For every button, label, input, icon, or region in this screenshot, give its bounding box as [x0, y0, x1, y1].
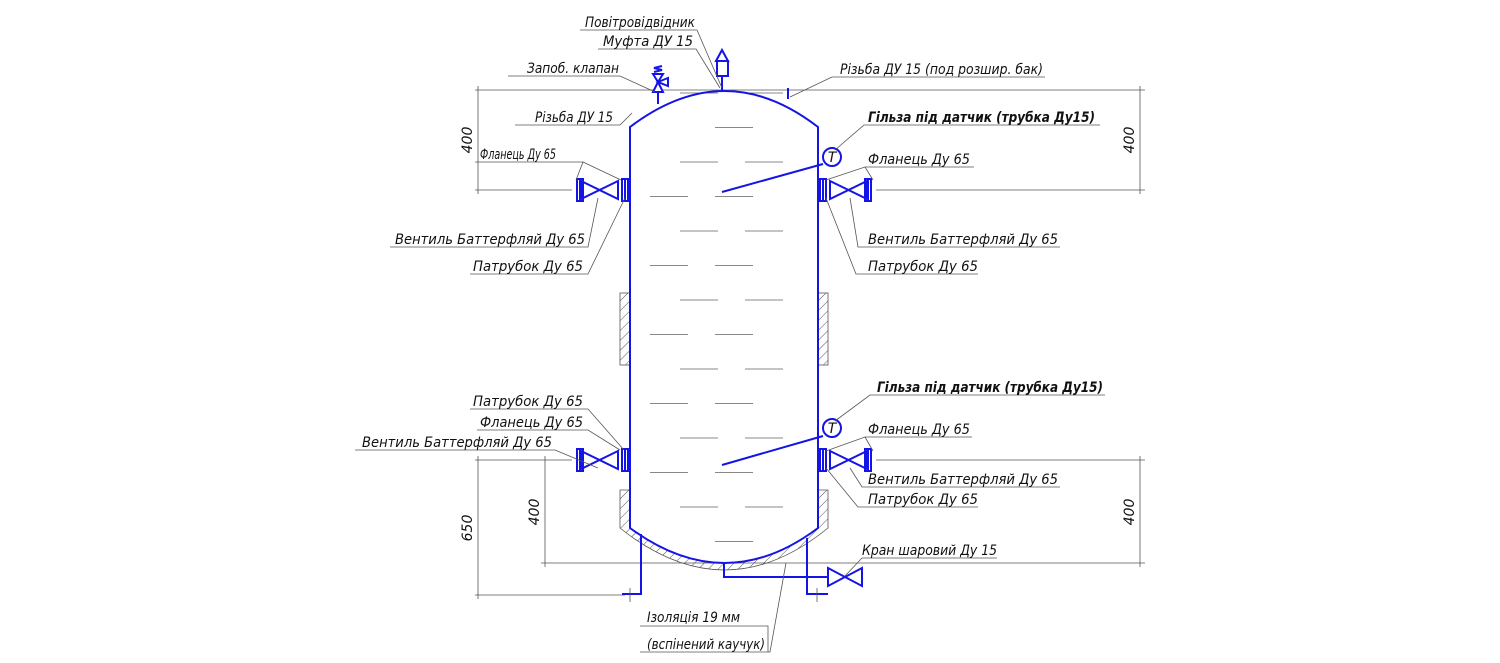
label-pipe-upper-right: Патрубок Ду 65 [868, 259, 978, 275]
tank-shell [629, 90, 819, 564]
butterfly-valve-icon [829, 179, 868, 201]
label-insulation-material: (вспінений каучук) [647, 637, 765, 653]
dim-top-right: 400 [1122, 127, 1138, 154]
label-valve-upper-right: Вентиль Баттерфляй Ду 65 [868, 232, 1058, 248]
dim-bottom-left-outer: 650 [460, 515, 476, 542]
label-flange-upper-right: Фланець Ду 65 [868, 152, 970, 168]
water-level-dashes [650, 92, 783, 542]
butterfly-valve-icon [580, 179, 619, 201]
sensor-symbol: T [828, 150, 838, 166]
label-thread: Різьба ДУ 15 [535, 110, 613, 126]
label-pipe-lower-right: Патрубок Ду 65 [868, 492, 978, 508]
nozzle-left [576, 178, 630, 202]
label-ball-valve: Кран шаровий Ду 15 [862, 543, 997, 559]
label-insulation: Ізоляція 19 мм [647, 610, 740, 626]
nozzle-right [818, 178, 872, 202]
label-flange-lower-right: Фланець Ду 65 [868, 422, 970, 438]
tank-legs [622, 534, 828, 602]
label-air-vent: Повітровідвідник [585, 15, 695, 31]
thermometer-icon [822, 418, 842, 438]
dim-top-left: 400 [460, 127, 476, 154]
label-pipe-upper-left: Патрубок Ду 65 [473, 259, 583, 275]
dim-bottom-right: 400 [1122, 499, 1138, 526]
label-valve-lower-right: Вентиль Баттерфляй Ду 65 [868, 472, 1058, 488]
nozzles [576, 178, 872, 472]
butterfly-valve-icon [580, 449, 619, 471]
safety-valve-icon [651, 65, 669, 104]
label-flange-lower-left: Фланець Ду 65 [480, 415, 583, 431]
label-pipe-lower-left: Патрубок Ду 65 [473, 394, 583, 410]
label-flange-upper-left: Фланець Ду 65 [480, 147, 556, 163]
label-sensor-upper: Гільза під датчик (трубка Ду15) [868, 110, 1095, 126]
label-valve-lower-left: Вентиль Баттерфляй Ду 65 [362, 435, 552, 451]
air-vent-icon [714, 47, 730, 90]
sensor-upper: T [721, 147, 842, 193]
callout-labels: Повітровідвідник Муфта ДУ 15 Запоб. клап… [362, 15, 1103, 653]
label-safety-valve: Запоб. клапан [527, 61, 619, 77]
label-thread-expansion: Різьба ДУ 15 (под розшир. бак) [840, 62, 1043, 78]
label-coupling: Муфта ДУ 15 [603, 34, 693, 50]
nozzle-right [818, 448, 872, 472]
drain-ball-valve [723, 563, 863, 588]
label-valve-upper-left: Вентиль Баттерфляй Ду 65 [395, 232, 585, 248]
thermometer-icon [822, 147, 842, 167]
sensor-lower: T [721, 418, 842, 466]
dimension-lines [475, 86, 1145, 599]
leader-lines [355, 29, 1105, 653]
butterfly-valve-icon [829, 449, 868, 471]
label-sensor-lower: Гільза під датчик (трубка Ду15) [877, 380, 1103, 396]
nozzle-left [576, 448, 630, 472]
dim-bottom-left-inner: 400 [527, 499, 543, 526]
sensor-symbol: T [828, 421, 838, 437]
